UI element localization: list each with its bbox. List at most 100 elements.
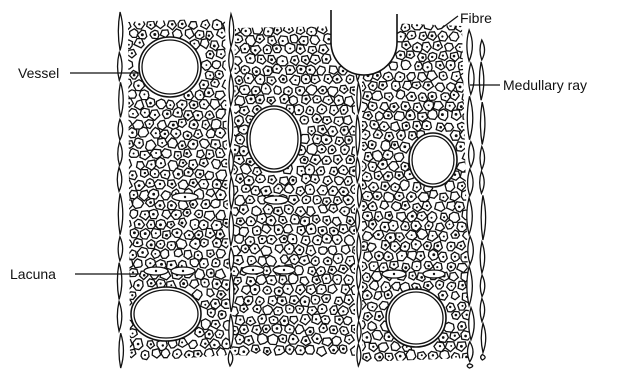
fibre-cell-lumen	[128, 44, 130, 46]
ray-cell	[480, 102, 485, 144]
fibre-cell	[388, 162, 399, 172]
fibre-cell-lumen	[361, 183, 364, 186]
fibre-cell-lumen	[131, 131, 134, 134]
fibre-cell-lumen	[377, 216, 379, 218]
fibre-cell-lumen	[192, 143, 195, 146]
fibre-cell-lumen	[193, 43, 195, 45]
fibre-cell-lumen	[298, 89, 301, 92]
fibre-cell	[156, 19, 165, 28]
fibre-cell-lumen	[327, 38, 330, 41]
fibre-cell-lumen	[454, 335, 456, 337]
fibre-cell-lumen	[169, 104, 171, 106]
fibre-cell-lumen	[249, 241, 251, 243]
ray-cell	[468, 169, 474, 196]
fibre-cell-lumen	[289, 328, 291, 330]
fibre-cell-lumen	[342, 267, 345, 270]
fibre-cell-lumen	[321, 108, 323, 110]
fibre-cell-lumen	[259, 78, 261, 80]
fibre-cell-lumen	[127, 102, 130, 105]
ray-cell	[469, 63, 475, 94]
fibre-cell-lumen	[278, 349, 280, 351]
fibre-cell	[374, 292, 382, 300]
fibre-cell	[436, 223, 445, 231]
fibre-cell-lumen	[204, 24, 206, 26]
fibre-cell	[185, 29, 194, 39]
fibre-cell	[429, 191, 437, 199]
fibre-cell-lumen	[139, 42, 141, 44]
fibre-cell-lumen	[426, 66, 428, 68]
ray-cell	[469, 308, 475, 340]
fibre-cell-lumen	[410, 195, 413, 198]
fibre-cell-lumen	[316, 199, 318, 201]
fibre-cell-lumen	[273, 319, 275, 321]
fibre-cell-lumen	[248, 179, 251, 182]
fibre-cell-lumen	[283, 237, 286, 240]
fibre-cell-lumen	[366, 95, 369, 98]
fibre-cell-lumen	[352, 169, 355, 172]
fibre-cell	[210, 99, 220, 109]
vessel-3	[412, 136, 454, 184]
fibre-cell-lumen	[243, 129, 245, 131]
fibre-cell-lumen	[188, 354, 191, 357]
fibre-cell	[275, 245, 283, 253]
fibre-cell-lumen	[372, 306, 374, 308]
ray-cell	[229, 248, 234, 271]
fibre-cell-lumen	[271, 79, 273, 81]
fibre-cell-lumen	[244, 247, 246, 249]
fibre-cell-lumen	[181, 221, 184, 224]
fibre-cell-lumen	[177, 111, 180, 114]
fibre-cell-lumen	[336, 78, 339, 81]
fibre-cell-lumen	[411, 215, 414, 218]
lacuna-dot	[433, 273, 435, 275]
fibre-cell-lumen	[249, 320, 251, 322]
fibre-cell-lumen	[236, 259, 239, 262]
fibre-cell-lumen	[181, 144, 184, 147]
fibre-cell-lumen	[325, 219, 328, 222]
fibre-cell-lumen	[388, 96, 390, 98]
fibre-cell-lumen	[214, 143, 217, 146]
ray-cell	[118, 52, 123, 80]
fibre-cell-lumen	[421, 354, 423, 356]
fibre-cell-lumen	[138, 142, 140, 144]
fibre-cell-lumen	[465, 77, 467, 79]
fibre-cell-lumen	[316, 218, 318, 220]
vessel-2	[250, 109, 298, 169]
fibre-cell-lumen	[315, 318, 317, 320]
fibre-cell-lumen	[328, 99, 330, 101]
fibre-cell-lumen	[455, 134, 458, 137]
fibre-cell-lumen	[216, 24, 218, 26]
fibre-cell-lumen	[292, 338, 295, 341]
fibre-cell-lumen	[186, 134, 189, 137]
fibre-cell-lumen	[244, 48, 246, 50]
fibre-cell-lumen	[276, 68, 278, 70]
fibre-cell-lumen	[154, 253, 156, 255]
fibre-cell	[406, 350, 416, 361]
fibre-cell-lumen	[420, 255, 422, 257]
fibre-cell-lumen	[133, 231, 136, 234]
fibre-cell-lumen	[237, 38, 239, 40]
fibre-cell-lumen	[215, 242, 218, 245]
fibre-cell-lumen	[401, 255, 403, 257]
fibre-cell-lumen	[372, 346, 374, 348]
fibre-cell-lumen	[325, 160, 327, 162]
fibre-cell-lumen	[337, 257, 339, 259]
fibre-cell-lumen	[154, 114, 156, 116]
fibre-cell-lumen	[342, 228, 344, 230]
fibre-cell-lumen	[443, 216, 445, 218]
fibre-cell-lumen	[192, 103, 195, 106]
fibre-cell-lumen	[309, 109, 311, 111]
fibre-cell-lumen	[459, 145, 462, 148]
fibre-cell-lumen	[152, 213, 155, 216]
fibre-cell-lumen	[303, 119, 305, 121]
fibre-cell-lumen	[197, 352, 200, 355]
fibre-cell-lumen	[182, 282, 185, 285]
fibre-cell-lumen	[393, 143, 396, 146]
fibre-cell	[123, 60, 133, 70]
ray-cell	[118, 119, 123, 140]
fibre-cell-lumen	[316, 98, 318, 100]
fibre-cell-lumen	[455, 356, 457, 358]
fibre-cell-lumen	[242, 208, 245, 211]
fibre-cell-lumen	[420, 276, 423, 279]
fibre-cell-lumen	[388, 355, 390, 357]
